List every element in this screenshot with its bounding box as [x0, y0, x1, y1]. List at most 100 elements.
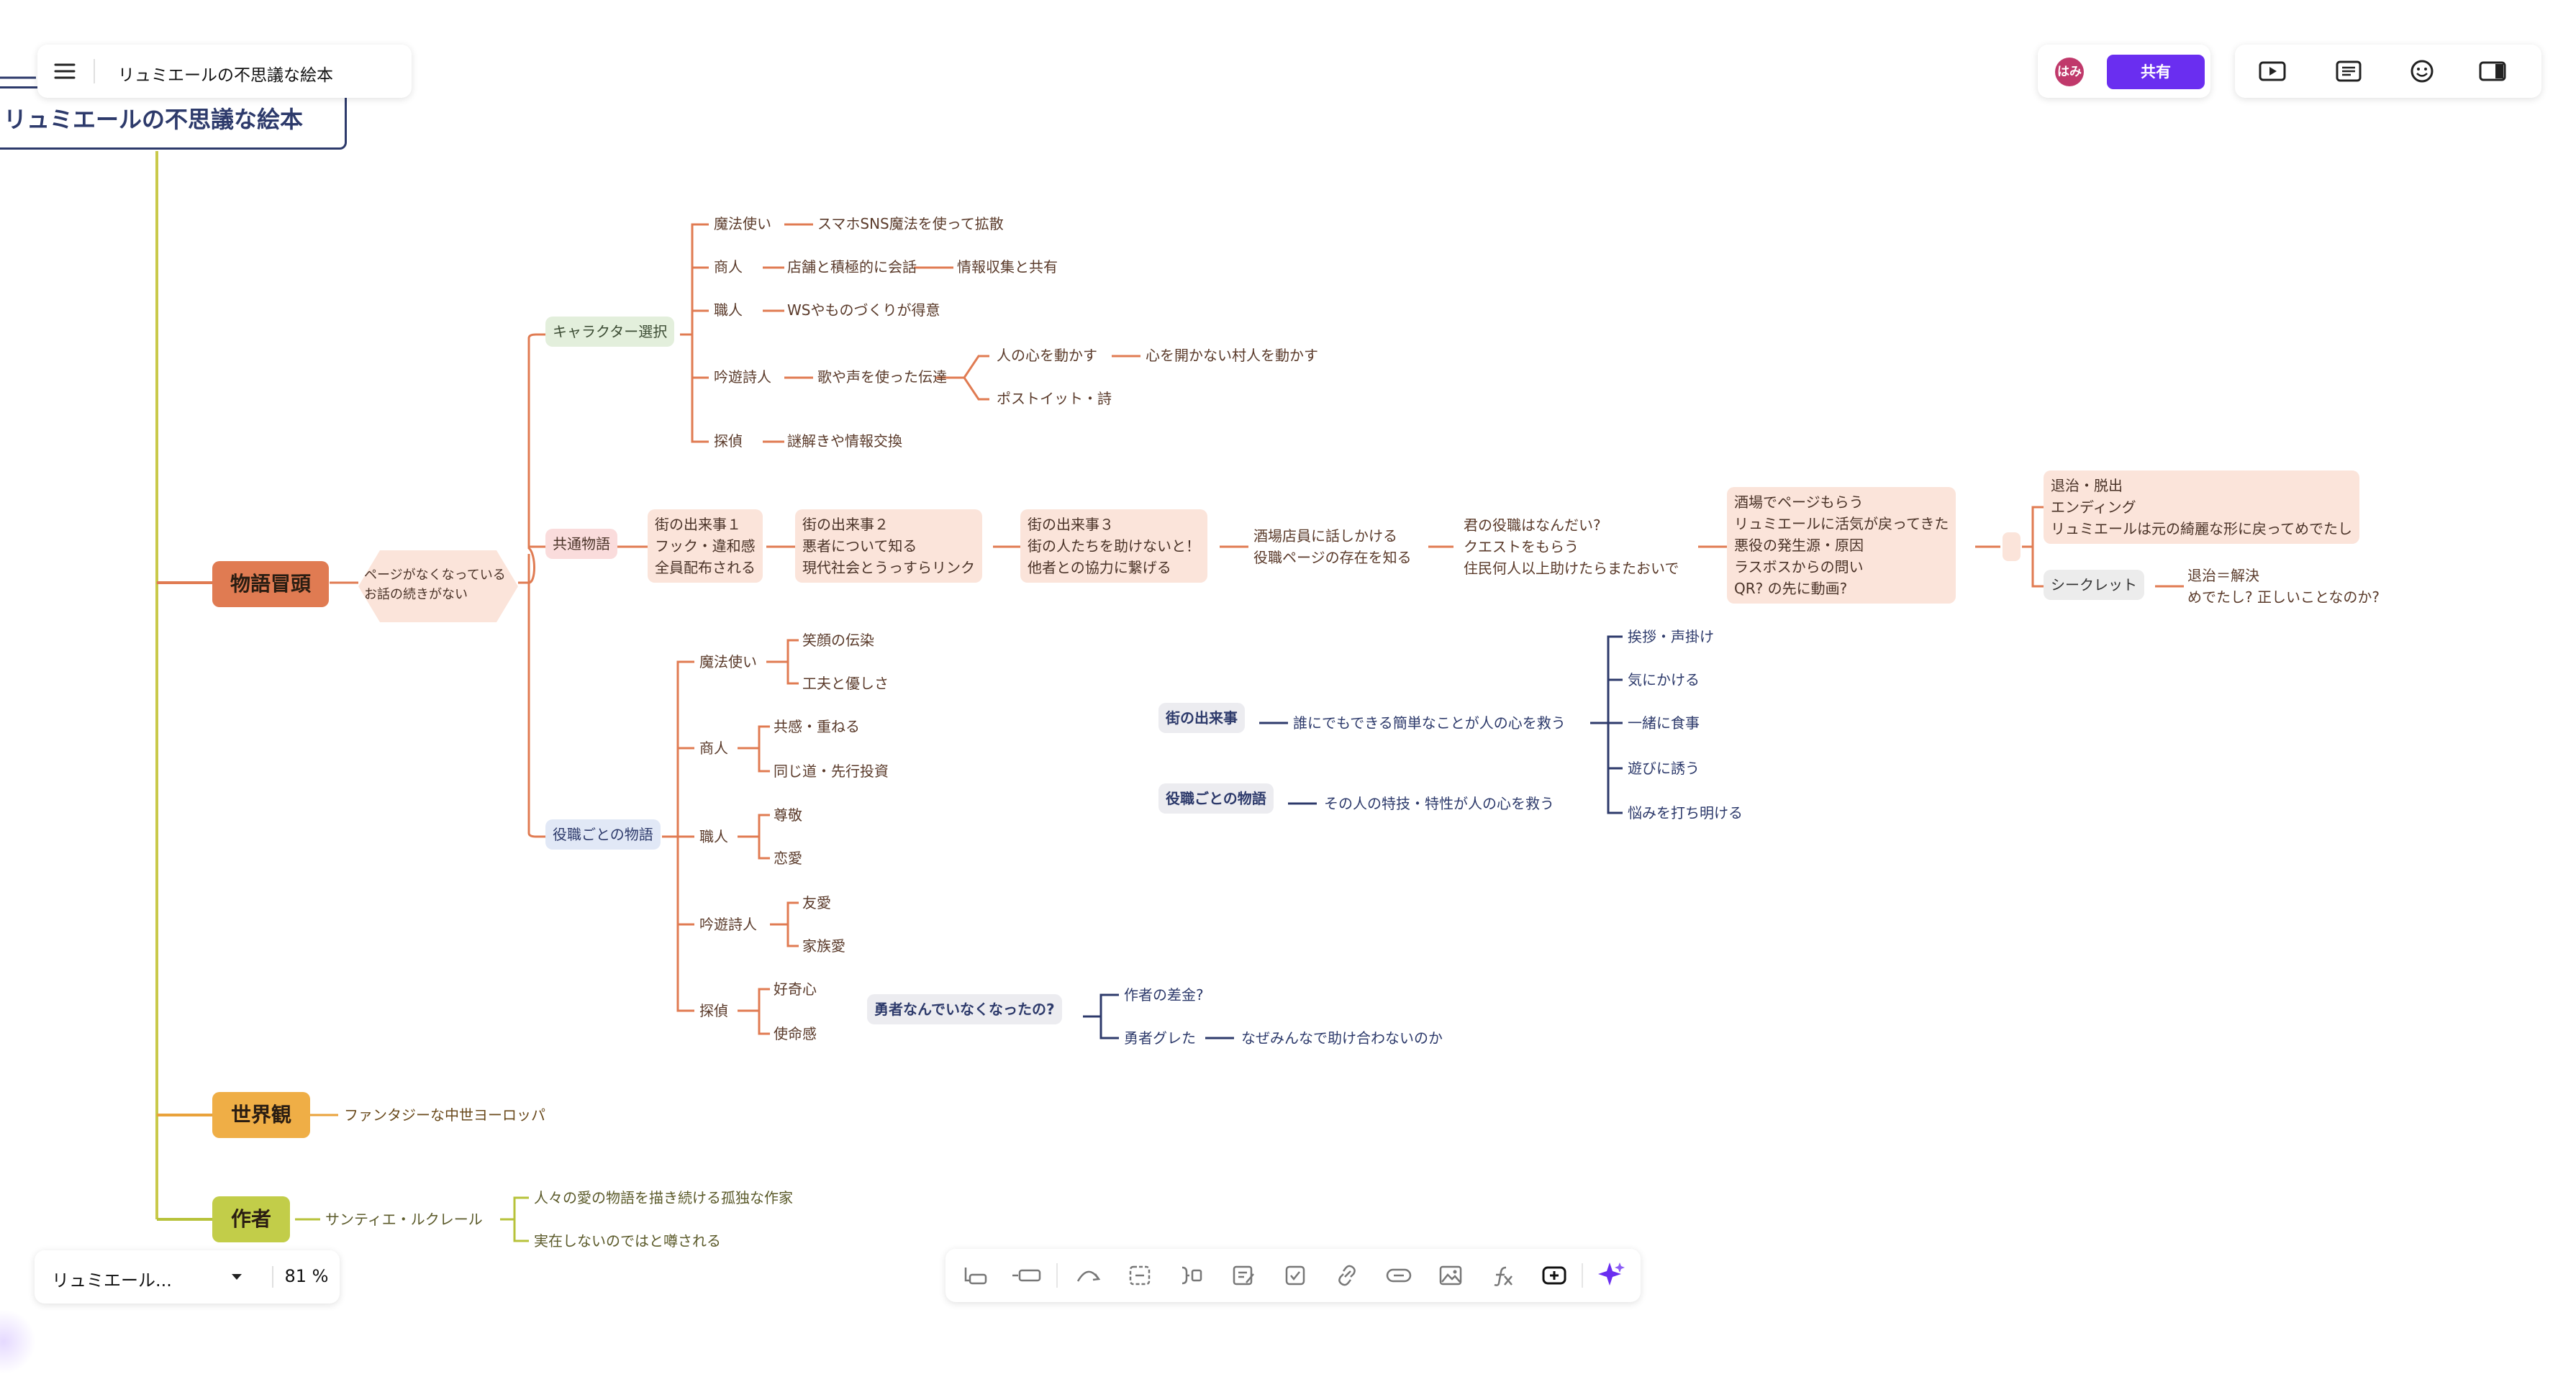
doc-zoom-bar: リュミエール... 81 %	[35, 1250, 340, 1304]
node-town-event[interactable]: 街の出来事	[1158, 703, 1245, 733]
node-role-wizard[interactable]: 魔法使い	[714, 215, 771, 232]
node-tavern[interactable]: 酒場店員に話しかける 役職ページの存在を知る	[1253, 527, 1412, 566]
node-craftsman-skill[interactable]: WSやものづくりが得意	[787, 301, 940, 319]
node-rs-detective[interactable]: 探偵	[699, 1002, 728, 1019]
node-hero-question[interactable]: 勇者なんでいなくなったの?	[867, 994, 1062, 1024]
node-bard-move-hearts[interactable]: 人の心を動かす	[997, 347, 1097, 364]
node-rs-detective-b[interactable]: 使命感	[774, 1025, 817, 1042]
node-rs-merchant-b[interactable]: 同じ道・先行投資	[774, 763, 889, 780]
node-rs-merchant[interactable]: 商人	[699, 740, 728, 757]
emoji-icon[interactable]	[2406, 57, 2438, 86]
formula-icon[interactable]	[1487, 1260, 1518, 1291]
toolbar-divider	[1056, 1263, 1058, 1288]
outline-icon[interactable]	[2333, 57, 2364, 86]
node-rs-wizard-b[interactable]: 工夫と優しさ	[802, 675, 889, 692]
node-event-3[interactable]: 街の出来事３ 街の人たちを助けないと！ 他者との協力に繋げる	[1020, 509, 1207, 583]
view-tools-bar	[2235, 45, 2541, 98]
node-world-text[interactable]: ファンタジーな中世ヨーロッパ	[344, 1106, 545, 1124]
node-role-craftsman[interactable]: 職人	[714, 301, 743, 319]
add-child-node-icon[interactable]	[960, 1260, 992, 1291]
node-rs-bard-a[interactable]: 友愛	[802, 894, 831, 911]
link-icon[interactable]	[1331, 1260, 1363, 1291]
node-hero-b[interactable]: 勇者グレた	[1124, 1029, 1196, 1047]
boundary-icon[interactable]	[1124, 1260, 1156, 1291]
insert-icon[interactable]	[1538, 1260, 1570, 1291]
chevron-down-icon[interactable]	[227, 1268, 246, 1286]
node-rs-bard-b[interactable]: 家族愛	[802, 937, 845, 955]
node-rs-craftsman[interactable]: 職人	[699, 828, 728, 845]
node-wizard-skill[interactable]: スマホSNS魔法を使って拡散	[817, 215, 1004, 232]
node-question[interactable]: 君の役職はなんだい? クエストをもらう 住民何人以上助けたらまたおいで	[1464, 517, 1679, 577]
node-role-story[interactable]: 役職ごとの物語	[545, 819, 661, 850]
node-bard-move-villagers[interactable]: 心を開かない村人を動かす	[1146, 347, 1318, 364]
node-page[interactable]: 酒場でページもらう リュミエールに活気が戻ってきた 悪役の発生源・原因 ラスボス…	[1727, 487, 1956, 604]
node-bard-postit[interactable]: ポストイット・詩	[997, 390, 1112, 407]
root-topic-label: リュミエールの不思議な絵本	[4, 106, 304, 133]
add-sibling-node-icon[interactable]	[1010, 1260, 1042, 1291]
node-role-bard[interactable]: 吟遊詩人	[714, 368, 771, 386]
node-hero-bc[interactable]: なぜみんなで助け合わないのか	[1241, 1029, 1443, 1047]
summary-icon[interactable]	[1176, 1260, 1207, 1291]
node-hero-a[interactable]: 作者の差金?	[1124, 986, 1204, 1004]
node-ending[interactable]: 退治・脱出 エンディング リュミエールは元の綺麗な形に戻ってめでたし	[2044, 470, 2359, 544]
toolbar-divider-2	[1582, 1263, 1583, 1288]
topic-author[interactable]: 作者	[212, 1196, 290, 1242]
node-author-note-2[interactable]: 実在しないのではと噂される	[534, 1232, 721, 1250]
node-floating-role-story-text[interactable]: その人の特技・特性が人の心を救う	[1324, 795, 1554, 812]
node-event-2[interactable]: 街の出来事２ 悪者について知る 現代社会とうっすらリンク	[795, 509, 982, 583]
node-secret[interactable]: シークレット	[2044, 570, 2144, 600]
node-action-2[interactable]: 気にかける	[1628, 671, 1700, 688]
node-town-event-text[interactable]: 誰にでもできる簡単なことが人の心を救う	[1293, 714, 1566, 732]
hyperlink-icon[interactable]	[1383, 1260, 1415, 1291]
node-rs-merchant-a[interactable]: 共感・重ねる	[774, 718, 860, 735]
node-merchant-skill-2[interactable]: 情報収集と共有	[957, 258, 1058, 276]
present-icon[interactable]	[2257, 57, 2288, 86]
bottom-toolbar	[945, 1249, 1641, 1302]
zoom-divider	[272, 1266, 273, 1288]
node-event-1[interactable]: 街の出来事１ フック・違和感 全員配布される	[648, 509, 763, 583]
bottom-doc-name[interactable]: リュミエール...	[52, 1270, 172, 1291]
node-floating-role-story[interactable]: 役職ごとの物語	[1158, 783, 1274, 814]
node-action-1[interactable]: 挨拶・声掛け	[1628, 628, 1714, 645]
node-action-4[interactable]: 遊びに誘う	[1628, 760, 1700, 777]
topic-story-opening[interactable]: 物語冒頭	[212, 561, 329, 607]
topic-world[interactable]: 世界観	[212, 1092, 310, 1138]
hexagon-shape	[358, 550, 518, 622]
task-icon[interactable]	[1279, 1260, 1311, 1291]
node-merchant-skill[interactable]: 店舗と積極的に会話	[787, 258, 917, 276]
ai-sparkle-icon[interactable]	[1593, 1259, 1629, 1292]
node-author-note-1[interactable]: 人々の愛の物語を描き続ける孤独な作家	[534, 1189, 793, 1206]
image-icon[interactable]	[1435, 1260, 1466, 1291]
share-bar: はみ 共有	[2038, 45, 2210, 98]
node-common-story[interactable]: 共通物語	[545, 529, 617, 559]
node-rs-wizard-a[interactable]: 笑顔の伝染	[802, 632, 874, 649]
node-character-select[interactable]: キャラクター選択	[545, 317, 675, 347]
node-rs-wizard[interactable]: 魔法使い	[699, 653, 757, 670]
zoom-level[interactable]: 81 %	[284, 1266, 329, 1286]
node-rs-bard[interactable]: 吟遊詩人	[699, 916, 757, 933]
sidebar-toggle-icon[interactable]	[2477, 57, 2508, 86]
node-secret-note[interactable]: 退治＝解決 めでたし? 正しいことなのか?	[2187, 567, 2380, 606]
connection-icon[interactable]	[1072, 1260, 1104, 1291]
node-bard-skill[interactable]: 歌や声を使った伝達	[817, 368, 947, 386]
node-empty[interactable]	[2003, 532, 2021, 561]
title-bar: リュミエールの不思議な絵本	[37, 45, 412, 98]
title-divider	[94, 59, 95, 83]
document-title[interactable]: リュミエールの不思議な絵本	[118, 66, 333, 85]
node-rs-detective-a[interactable]: 好奇心	[774, 981, 817, 998]
node-role-merchant[interactable]: 商人	[714, 258, 743, 276]
node-role-detective[interactable]: 探偵	[714, 432, 743, 450]
node-author-name[interactable]: サンティエ・ルクレール	[325, 1211, 483, 1228]
hexagon-node[interactable]: ページがなくなっている お話の続きがない	[358, 550, 518, 622]
share-button[interactable]: 共有	[2107, 55, 2205, 89]
node-detective-skill[interactable]: 謎解きや情報交換	[787, 432, 902, 450]
note-icon[interactable]	[1228, 1260, 1259, 1291]
menu-icon[interactable]	[50, 57, 79, 86]
avatar[interactable]: はみ	[2055, 58, 2084, 86]
node-action-5[interactable]: 悩みを打ち明ける	[1628, 804, 1743, 822]
node-rs-craftsman-b[interactable]: 恋愛	[774, 850, 802, 867]
node-rs-craftsman-a[interactable]: 尊敬	[774, 806, 802, 824]
node-action-3[interactable]: 一緒に食事	[1628, 714, 1700, 732]
